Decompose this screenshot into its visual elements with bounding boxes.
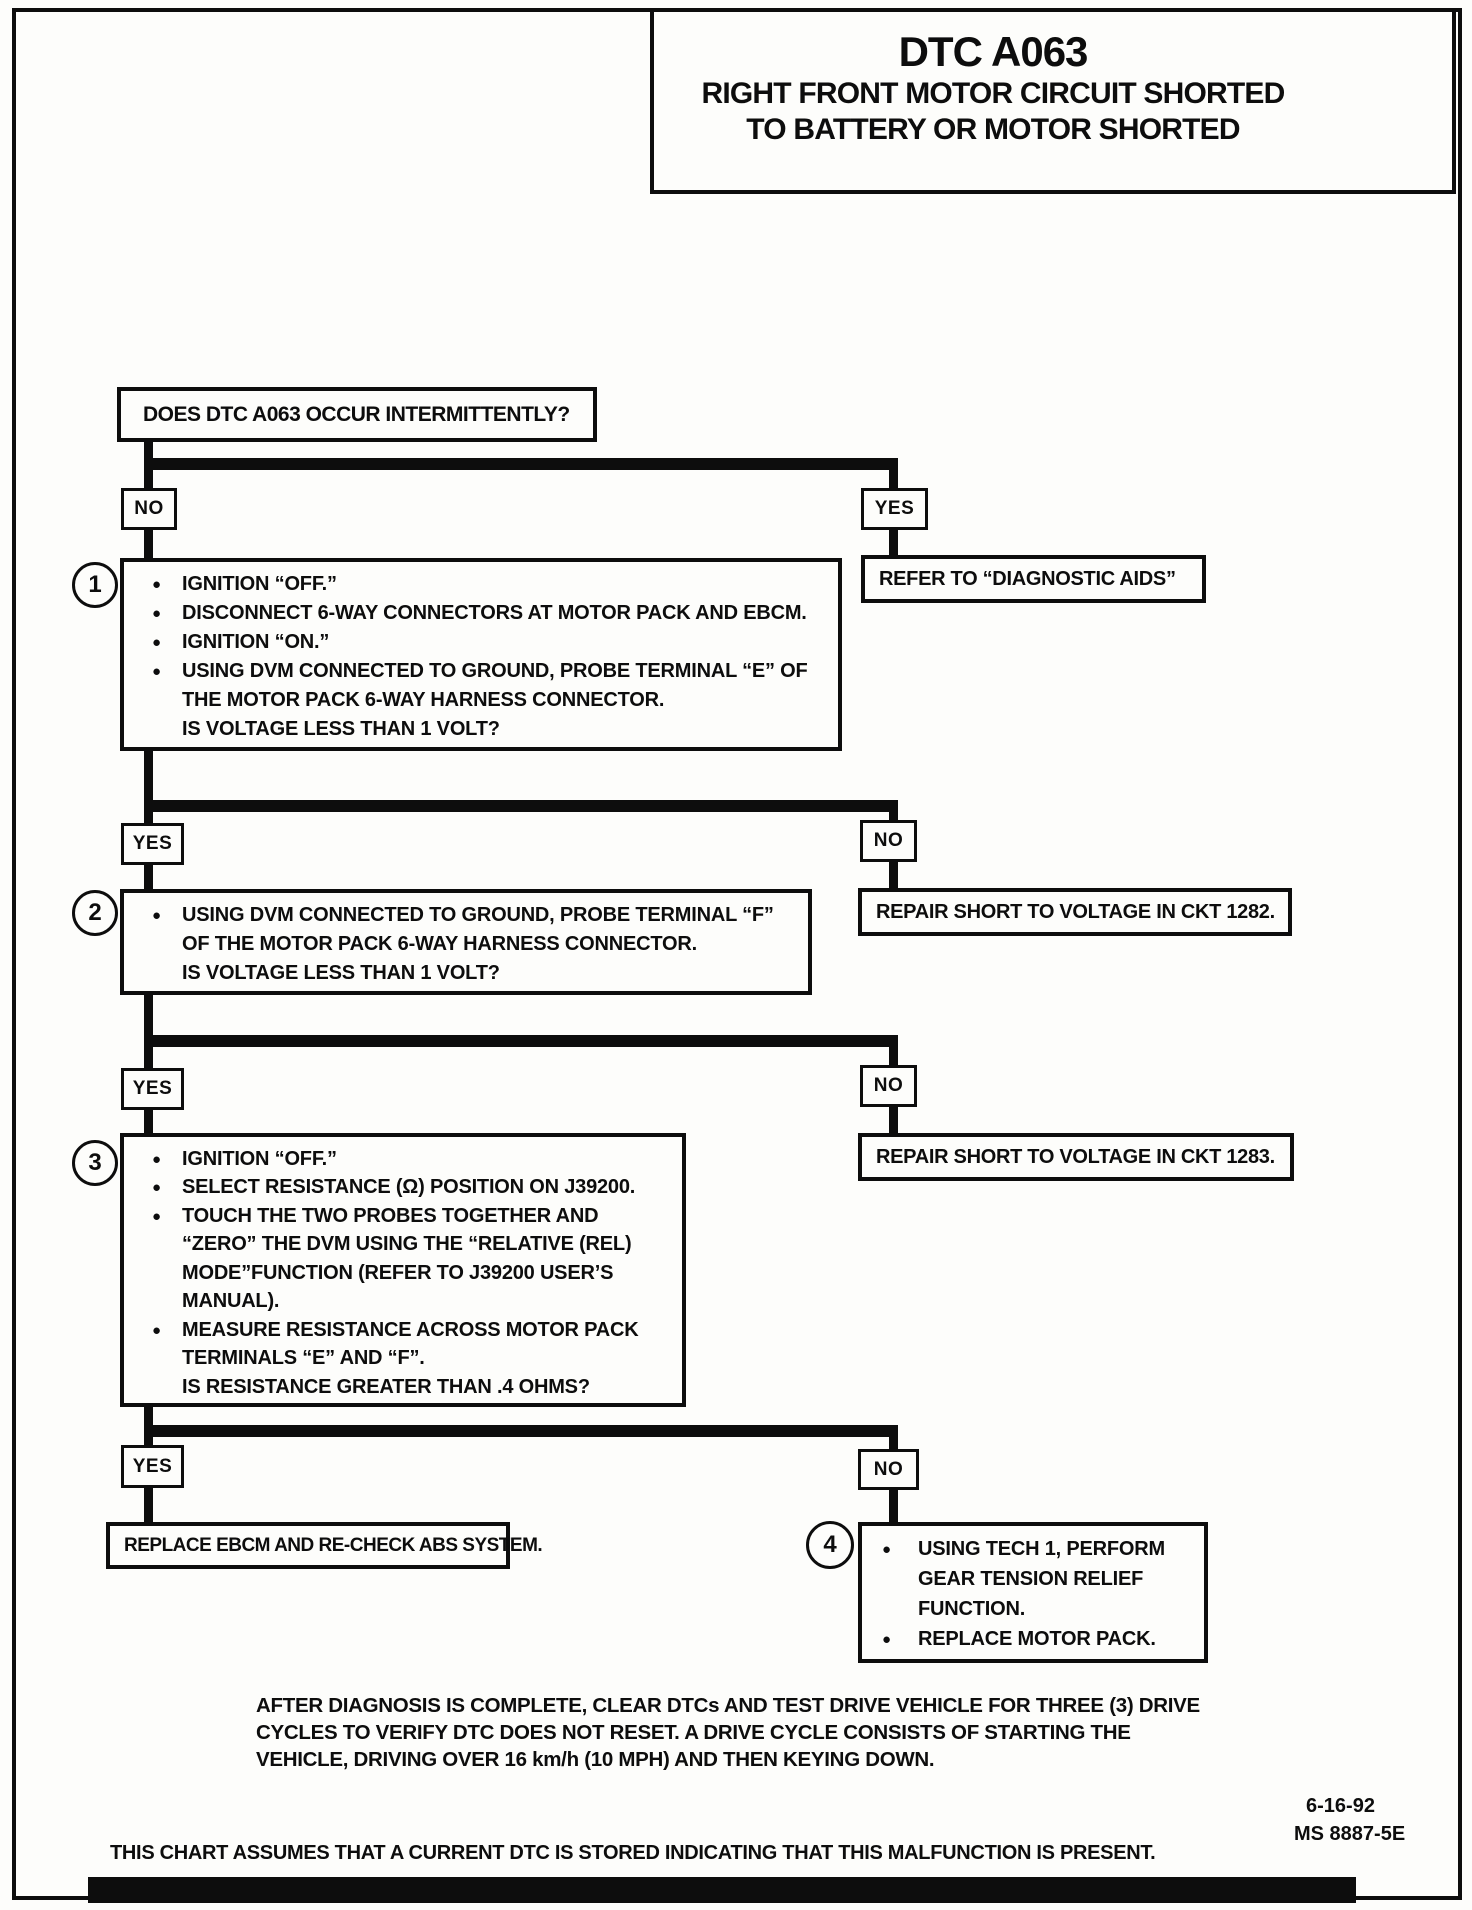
connector-line <box>889 466 898 490</box>
bullet-dot: ● <box>152 1321 162 1339</box>
branch-no-4: NO <box>858 1449 919 1490</box>
step-line-text: OF THE MOTOR PACK 6-WAY HARNESS CONNECTO… <box>182 933 697 955</box>
bullet-dot: ● <box>152 1150 162 1168</box>
step-box-2: ● USING DVM CONNECTED TO GROUND, PROBE TE… <box>120 889 812 995</box>
step-line-text: TERMINALS “E” AND “F”. <box>182 1347 425 1370</box>
step-line-text: TOUCH THE TWO PROBES TOGETHER AND <box>182 1204 599 1227</box>
bullet-dot: ● <box>152 634 162 651</box>
branch-yes-3: YES <box>121 1068 184 1110</box>
connector-line <box>144 442 153 468</box>
branch-no-1: NO <box>121 488 177 530</box>
connector-line <box>144 458 898 470</box>
connector-line <box>889 808 898 822</box>
branch-yes-2: YES <box>121 823 184 865</box>
action-box-refer-diagnostic-aids: REFER TO “DIAGNOSTIC AIDS” <box>861 555 1206 603</box>
bullet-dot: ● <box>152 1179 162 1197</box>
step-line-text: FUNCTION. <box>918 1597 1026 1620</box>
connector-line <box>144 863 153 891</box>
step-line-text: USING DVM CONNECTED TO GROUND, PROBE TER… <box>182 904 774 926</box>
connector-line <box>144 1486 153 1524</box>
bullet-dot: ● <box>152 605 162 622</box>
step-number-2: 2 <box>72 890 118 936</box>
page-title: DTC A063 <box>898 28 1089 75</box>
connector-line <box>144 1433 153 1447</box>
step-line-text: IGNITION “OFF.” <box>182 573 337 595</box>
step-line-text: THE MOTOR PACK 6-WAY HARNESS CONNECTOR. <box>182 689 665 711</box>
step-line-text: MODE”FUNCTION (REFER TO J39200 USER’S <box>182 1261 614 1284</box>
step-box-1: ● IGNITION “OFF.” ● DISCONNECT 6-WAY CONNE… <box>120 558 842 751</box>
step-line-text: IS RESISTANCE GREATER THAN .4 OHMS? <box>182 1375 590 1398</box>
connector-line <box>144 466 153 490</box>
connector-line <box>144 1035 898 1047</box>
connector-line <box>889 1488 898 1524</box>
connector-line <box>144 808 153 825</box>
step-line-text: MANUAL). <box>182 1290 280 1313</box>
page-subtitle-line1: RIGHT FRONT MOTOR CIRCUIT SHORTED <box>701 77 1285 110</box>
step-box-3: ● IGNITION “OFF.” ● SELECT RESISTANCE (Ω) … <box>120 1133 686 1407</box>
connector-line <box>144 528 153 560</box>
connector-line <box>144 748 153 806</box>
bullet-dot: ● <box>152 907 162 924</box>
document-code: MS 8887-5E <box>1294 1823 1406 1845</box>
connector-line <box>889 1043 898 1067</box>
step-box-4: ● USING TECH 1, PERFORM GEAR TENSION RELI… <box>858 1522 1208 1663</box>
action-box-repair-ckt-1282: REPAIR SHORT TO VOLTAGE IN CKT 1282. <box>858 888 1292 936</box>
step-line-text: IGNITION “OFF.” <box>182 1147 337 1170</box>
branch-yes-4: YES <box>121 1445 184 1488</box>
note-line: CYCLES TO VERIFY DTC DOES NOT RESET. A D… <box>256 1721 1131 1744</box>
connector-line <box>144 800 898 812</box>
bullet-dot: ● <box>152 576 162 593</box>
bullet-dot: ● <box>152 663 162 680</box>
connector-line <box>144 1043 153 1070</box>
step-line-text: USING TECH 1, PERFORM <box>918 1537 1165 1560</box>
branch-no-3: NO <box>860 1065 917 1107</box>
step-line-text: “ZERO” THE DVM USING THE “RELATIVE (REL) <box>182 1233 632 1256</box>
step-line-text: SELECT RESISTANCE (Ω) POSITION ON J39200… <box>182 1176 636 1199</box>
branch-yes-1: YES <box>861 488 928 530</box>
chart-assumption-note: THIS CHART ASSUMES THAT A CURRENT DTC IS… <box>110 1842 1156 1864</box>
connector-line <box>144 1108 153 1135</box>
question-text: DOES DTC A063 OCCUR INTERMITTENTLY? <box>143 403 570 426</box>
branch-no-2: NO <box>860 820 917 862</box>
note-line: VEHICLE, DRIVING OVER 16 km/h (10 MPH) A… <box>256 1748 935 1771</box>
connector-line <box>889 860 898 890</box>
connector-line <box>889 1433 898 1451</box>
step-line-text: REPLACE MOTOR PACK. <box>918 1627 1156 1650</box>
question-box: DOES DTC A063 OCCUR INTERMITTENTLY? <box>117 387 597 442</box>
step-number-1: 1 <box>72 562 118 608</box>
step-number-4: 4 <box>806 1521 854 1569</box>
step-number-3: 3 <box>72 1140 118 1186</box>
step-line-text: IS VOLTAGE LESS THAN 1 VOLT? <box>182 718 500 740</box>
step-line-text: GEAR TENSION RELIEF <box>918 1567 1144 1590</box>
revision-date: 6-16-92 <box>1306 1795 1375 1817</box>
note-line: AFTER DIAGNOSIS IS COMPLETE, CLEAR DTCs … <box>256 1694 1200 1717</box>
bullet-dot: ● <box>882 1630 892 1648</box>
bottom-scan-bar <box>88 1877 1356 1903</box>
bullet-dot: ● <box>882 1540 892 1558</box>
connector-line <box>144 1405 153 1431</box>
bullet-dot: ● <box>152 1207 162 1225</box>
after-diagnosis-note: AFTER DIAGNOSIS IS COMPLETE, CLEAR DTCs … <box>256 1692 1256 1773</box>
action-box-replace-ebcm: REPLACE EBCM AND RE-CHECK ABS SYSTEM. <box>106 1522 543 1569</box>
step-line-text: IS VOLTAGE LESS THAN 1 VOLT? <box>182 962 500 984</box>
step-line-text: IGNITION “ON.” <box>182 631 330 653</box>
action-box-repair-ckt-1283: REPAIR SHORT TO VOLTAGE IN CKT 1283. <box>858 1133 1294 1181</box>
connector-line <box>889 1105 898 1135</box>
title-box: DTC A063 RIGHT FRONT MOTOR CIRCUIT SHORT… <box>650 8 1456 194</box>
connector-line <box>144 993 153 1041</box>
connector-line <box>144 1425 898 1437</box>
step-line-text: MEASURE RESISTANCE ACROSS MOTOR PACK <box>182 1318 639 1341</box>
step-line-text: USING DVM CONNECTED TO GROUND, PROBE TER… <box>182 660 808 682</box>
page-subtitle-line2: TO BATTERY OR MOTOR SHORTED <box>746 113 1240 146</box>
connector-line <box>889 528 898 557</box>
step-line-text: DISCONNECT 6-WAY CONNECTORS AT MOTOR PAC… <box>182 602 807 624</box>
